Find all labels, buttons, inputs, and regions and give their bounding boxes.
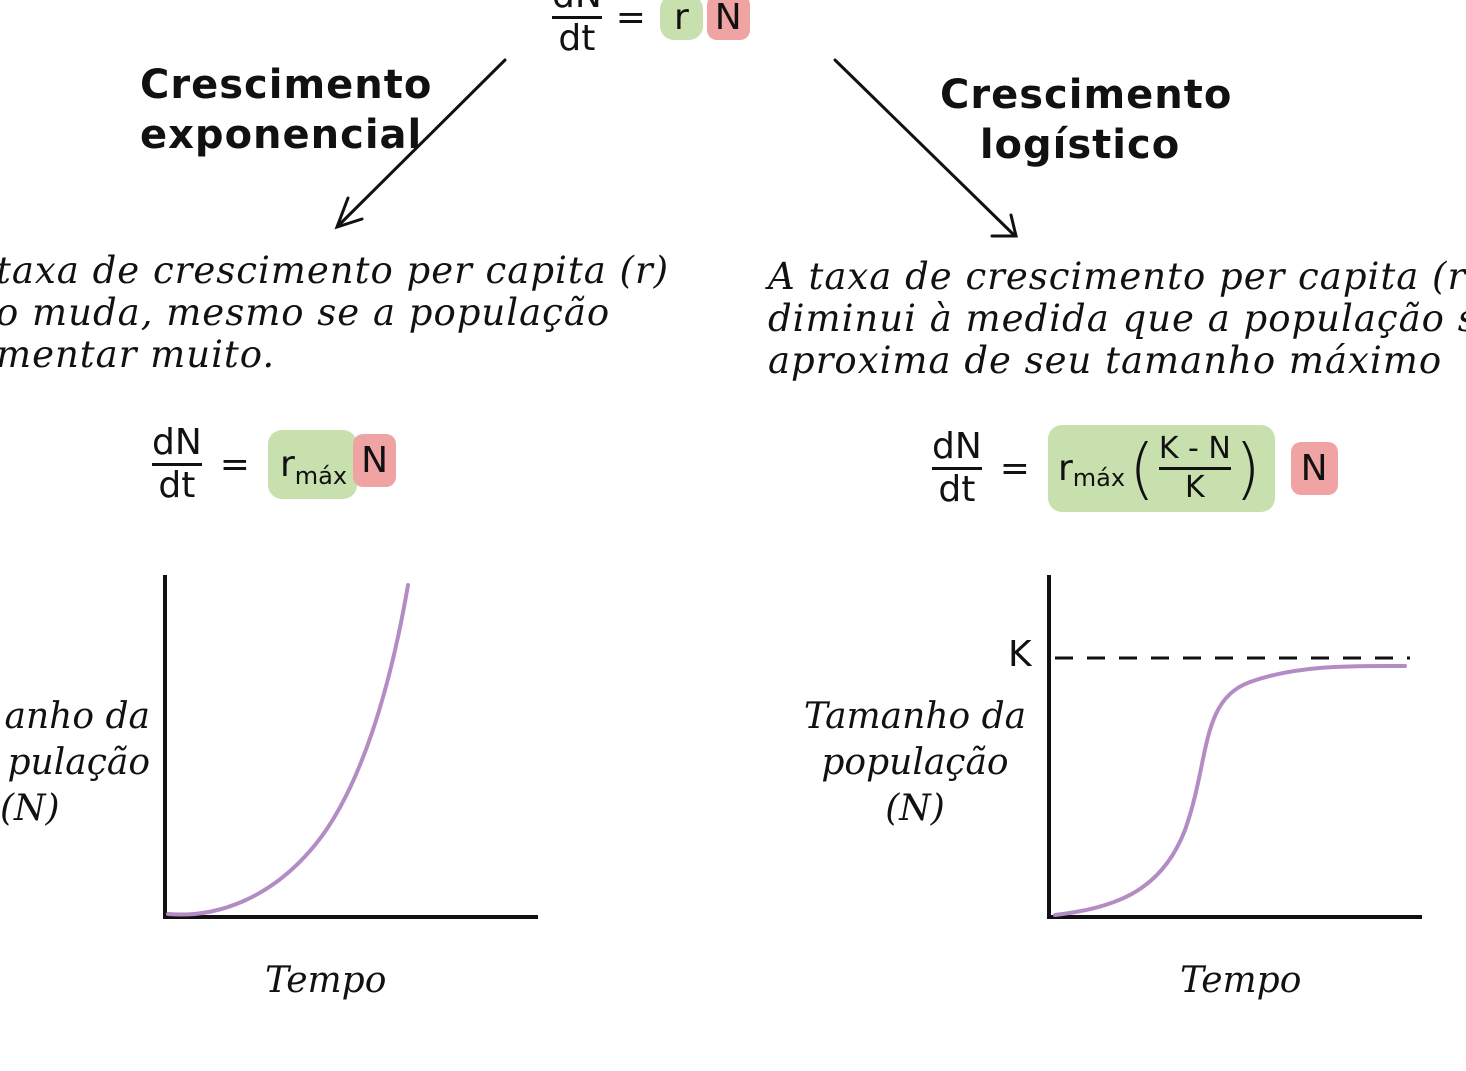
- right-heading-line1: Crescimento: [940, 72, 1233, 118]
- right-heading-line2: logístico: [979, 122, 1181, 168]
- right-ylabel-line3: (N): [885, 788, 945, 829]
- left-eq-fraction: dN dt: [152, 425, 202, 504]
- top-eq-pop: N: [714, 0, 742, 38]
- top-eq-rate: r: [673, 0, 689, 38]
- top-eq-numerator: dN: [552, 0, 602, 14]
- fraction-bar: [152, 463, 202, 466]
- right-eq-inner-numerator: K - N: [1158, 431, 1231, 466]
- left-desc-line1: taxa de crescimento per capita (r): [0, 249, 670, 292]
- left-eq-pop: N: [361, 440, 388, 481]
- top-eq-rate-box: r: [659, 0, 703, 40]
- right-desc-line1: A taxa de crescimento per capita (r: [768, 255, 1466, 298]
- left-eq-rate: r: [279, 444, 295, 485]
- right-eq-pop: N: [1300, 448, 1328, 489]
- left-ylabel-line3: (N): [0, 788, 60, 829]
- left-arrow-icon: [336, 58, 507, 228]
- right-desc-line2: diminui à medida que a população s: [768, 297, 1466, 340]
- fraction-bar: [1158, 467, 1231, 470]
- top-eq-pop-box: N: [706, 0, 750, 40]
- left-description: taxa de crescimento per capita (r) o mud…: [0, 250, 669, 376]
- right-eq-numerator: dN: [932, 426, 982, 467]
- left-axes: [163, 575, 538, 919]
- k-label: K: [1008, 634, 1032, 675]
- right-eq-open-paren: (: [1129, 429, 1155, 507]
- left-eq-denominator: dt: [158, 465, 196, 506]
- right-desc-line3: aproxima de seu tamanho máximo: [768, 339, 1443, 382]
- fraction-bar: [552, 16, 602, 19]
- left-eq-equals: =: [219, 444, 250, 485]
- left-ylabel: anho da pulação (N): [0, 694, 150, 832]
- left-heading: Crescimento exponencial: [140, 60, 433, 160]
- right-eq-inner-denominator: K: [1184, 470, 1205, 505]
- right-eq-fraction: dN dt: [932, 429, 982, 508]
- right-arrow-icon: [833, 58, 1016, 237]
- right-eq-denominator: dt: [938, 469, 976, 510]
- top-equation-fraction: dN dt: [552, 0, 602, 57]
- left-ylabel-line1: anho da: [4, 696, 150, 737]
- left-ylabel-line2: pulação: [7, 742, 150, 783]
- left-exponential-curve: [166, 583, 410, 917]
- left-desc-line3: mentar muito.: [0, 333, 276, 376]
- right-xlabel: Tempo: [1180, 960, 1302, 1001]
- left-eq-numerator: dN: [152, 422, 202, 463]
- left-xlabel: Tempo: [265, 960, 387, 1001]
- left-desc-line2: o muda, mesmo se a população: [0, 291, 611, 334]
- right-eq-equals: =: [999, 448, 1030, 489]
- right-description: A taxa de crescimento per capita (r dimi…: [768, 256, 1466, 382]
- right-eq-close-paren: ): [1234, 429, 1261, 507]
- right-logistic-curve: [1053, 663, 1407, 917]
- left-eq-rate-subscript: máx: [294, 462, 348, 490]
- left-heading-line2: exponencial: [140, 112, 423, 158]
- right-eq-rate: r: [1057, 448, 1073, 489]
- left-eq-pop-box: N: [353, 434, 396, 487]
- right-eq-pop-box: N: [1290, 442, 1338, 495]
- right-ylabel-line1: Tamanho da: [803, 696, 1027, 737]
- left-heading-line1: Crescimento: [140, 62, 433, 108]
- fraction-bar: [932, 467, 982, 470]
- right-arrowhead-icon: [990, 213, 1018, 238]
- top-equation: dN dt = r N: [552, 0, 750, 57]
- left-arrowhead-icon: [334, 196, 364, 230]
- top-eq-equals: =: [615, 0, 646, 38]
- top-eq-denominator: dt: [558, 18, 596, 59]
- right-ylabel: Tamanho da população (N): [800, 694, 1030, 832]
- right-axes: [1047, 575, 1422, 919]
- right-eq-rate-subscript: máx: [1072, 464, 1126, 492]
- right-heading: Crescimento logístico: [940, 70, 1233, 170]
- right-ylabel-line2: população: [821, 742, 1009, 783]
- right-eq-inner-fraction: K - N K: [1158, 431, 1231, 505]
